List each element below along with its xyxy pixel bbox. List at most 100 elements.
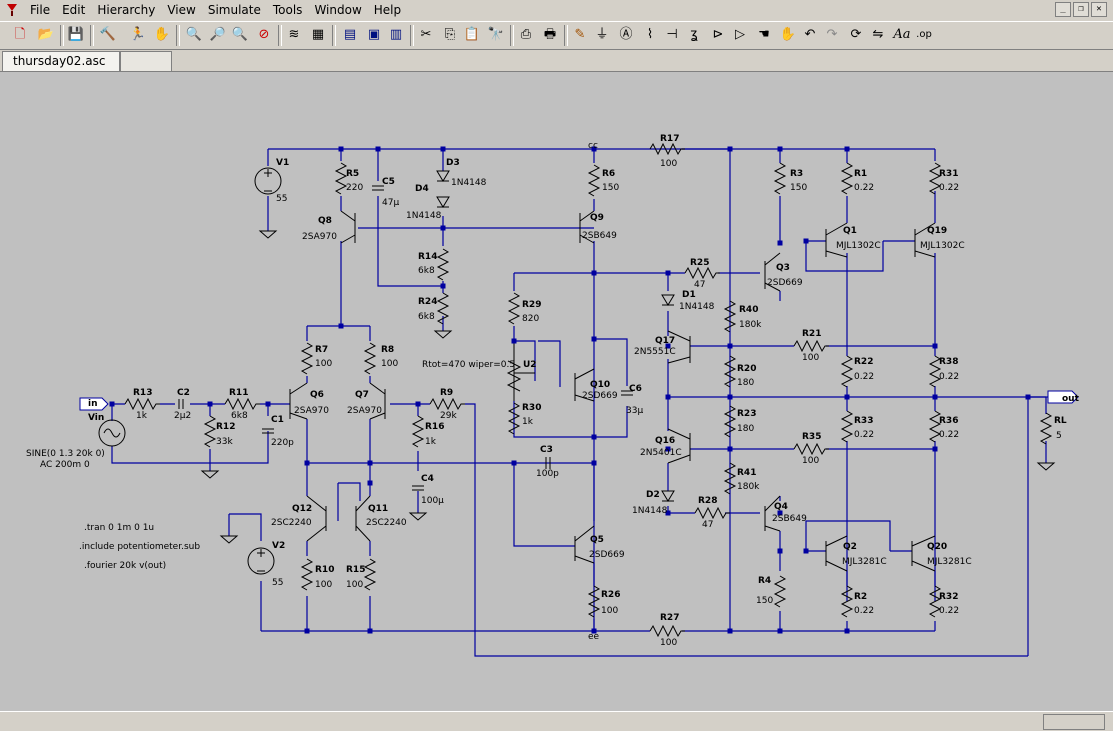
menu-hierarchy[interactable]: Hierarchy bbox=[97, 3, 156, 17]
new-schematic-icon[interactable]: 🗋 bbox=[14, 27, 26, 42]
zoom-in-icon[interactable]: 🔍 bbox=[185, 27, 203, 42]
schematic-label: 2SA970 bbox=[347, 406, 382, 416]
diode-icon[interactable]: ⊳ bbox=[712, 27, 724, 42]
tab-schematic[interactable]: thursday02.asc bbox=[2, 51, 120, 71]
move-hand-icon[interactable]: ☚ bbox=[758, 27, 770, 42]
schematic-label: 1k bbox=[522, 417, 534, 427]
schematic-label: 100 bbox=[802, 353, 819, 363]
schematic-label: R2 bbox=[854, 592, 867, 602]
schematic-label: 0.22 bbox=[939, 183, 959, 193]
junction-dot bbox=[591, 434, 597, 440]
redo-icon[interactable]: ↷ bbox=[826, 27, 838, 42]
schematic-label: Q11 bbox=[368, 504, 388, 514]
mirror-icon[interactable]: ⇋ bbox=[872, 27, 884, 42]
junction-dot bbox=[777, 628, 783, 634]
junction-dot bbox=[844, 394, 850, 400]
cut-icon[interactable]: ✂ bbox=[420, 27, 432, 42]
schematic-label: 100 bbox=[660, 638, 677, 648]
undo-icon[interactable]: ↶ bbox=[804, 27, 816, 42]
schematic-label: cc bbox=[588, 141, 598, 151]
schematic-label: 0.22 bbox=[939, 606, 959, 616]
junction-dot bbox=[591, 336, 597, 342]
zoom-out-icon[interactable]: 🔍 bbox=[231, 27, 249, 42]
status-box bbox=[1043, 714, 1105, 730]
schematic-label: 47 bbox=[694, 280, 705, 290]
menu-file[interactable]: File bbox=[30, 3, 51, 17]
junction-dot bbox=[665, 510, 671, 516]
schematic-label: C1 bbox=[271, 415, 284, 425]
schematic-label: Q5 bbox=[590, 535, 604, 545]
print-icon[interactable]: 🖶 bbox=[543, 27, 557, 42]
schematic-diagram[interactable]: V155R5220C547μD3D41N41481N4148Q82SA970cc… bbox=[0, 72, 1113, 712]
schematic-label: R16 bbox=[425, 422, 444, 432]
schematic-label: R28 bbox=[698, 496, 717, 506]
schematic-label: Q4 bbox=[774, 502, 788, 512]
tab-empty[interactable] bbox=[120, 51, 172, 71]
run-icon[interactable]: 🏃 bbox=[129, 27, 147, 42]
menu-simulate[interactable]: Simulate bbox=[207, 3, 261, 17]
schematic-label: R25 bbox=[690, 258, 709, 268]
zoom-cancel-icon[interactable]: ⊘ bbox=[258, 27, 270, 42]
menu-help[interactable]: Help bbox=[373, 3, 402, 17]
schematic-label: Q20 bbox=[927, 542, 947, 552]
label-net-icon[interactable]: Ⓐ bbox=[619, 27, 633, 42]
drag-hand-icon[interactable]: ✋ bbox=[779, 27, 797, 42]
schematic-label: Q17 bbox=[655, 336, 675, 346]
rotate-icon[interactable]: ⟳ bbox=[850, 27, 862, 42]
schematic-label: in bbox=[88, 399, 98, 409]
open-folder-icon[interactable]: 📂 bbox=[37, 27, 55, 42]
grid-icon[interactable]: ▦ bbox=[311, 27, 325, 42]
save-icon[interactable]: 💾 bbox=[67, 27, 85, 42]
find-icon[interactable]: 🔭 bbox=[487, 27, 505, 42]
resistor-icon[interactable]: ⌇ bbox=[646, 27, 654, 42]
menu-window[interactable]: Window bbox=[314, 3, 362, 17]
junction-dot bbox=[727, 394, 733, 400]
text-icon[interactable]: Aa bbox=[893, 27, 911, 42]
close-icon[interactable]: ✕ bbox=[1091, 2, 1107, 17]
junction-dot bbox=[338, 146, 344, 152]
ground-icon[interactable]: ⏚ bbox=[595, 27, 609, 42]
schematic-label: MJL1302C bbox=[920, 241, 965, 251]
minimize-icon[interactable]: _ bbox=[1055, 2, 1071, 17]
schematic-label: 150 bbox=[602, 183, 619, 193]
menu-edit[interactable]: Edit bbox=[62, 3, 86, 17]
control-panel-icon[interactable]: 🔨 bbox=[99, 27, 117, 42]
schematic-label: 47 bbox=[702, 520, 713, 530]
schematic-label: 180 bbox=[737, 424, 754, 434]
copy-icon[interactable]: ⎘ bbox=[444, 27, 456, 42]
tile-horizontal-icon[interactable]: ▤ bbox=[343, 27, 357, 42]
schematic-label: 0.22 bbox=[939, 372, 959, 382]
junction-dot bbox=[844, 628, 850, 634]
draw-wire-icon[interactable]: ✎ bbox=[574, 27, 586, 42]
cascade-icon[interactable]: ▣ bbox=[367, 27, 381, 42]
junction-dot bbox=[932, 394, 938, 400]
print-setup-icon[interactable]: ⎙ bbox=[520, 27, 532, 42]
schematic-label: V1 bbox=[276, 158, 289, 168]
component-icon[interactable]: ▷ bbox=[735, 27, 745, 42]
restore-icon[interactable]: ❐ bbox=[1073, 2, 1089, 17]
schematic-label: 2SB649 bbox=[772, 514, 807, 524]
schematic-label: R20 bbox=[737, 364, 756, 374]
paste-icon[interactable]: 📋 bbox=[463, 27, 481, 42]
schematic-label: R6 bbox=[602, 169, 615, 179]
schematic-label: 2SA970 bbox=[302, 232, 337, 242]
schematic-label: R32 bbox=[939, 592, 958, 602]
spice-directive-icon[interactable]: .op bbox=[916, 29, 932, 40]
autorange-icon[interactable]: ≋ bbox=[288, 27, 300, 42]
menu-view[interactable]: View bbox=[167, 3, 196, 17]
schematic-label: R12 bbox=[216, 422, 235, 432]
junction-dot bbox=[440, 283, 446, 289]
pan-icon[interactable]: 🔎 bbox=[209, 27, 227, 42]
schematic-label: 55 bbox=[276, 194, 287, 204]
junction-dot bbox=[727, 146, 733, 152]
inductor-icon[interactable]: ʓ bbox=[690, 27, 698, 42]
junction-dot bbox=[338, 323, 344, 329]
tile-vertical-icon[interactable]: ▥ bbox=[389, 27, 403, 42]
menu-tools[interactable]: Tools bbox=[272, 3, 303, 17]
schematic-label: 0.22 bbox=[854, 430, 874, 440]
junction-dot bbox=[591, 628, 597, 634]
halt-icon[interactable]: ✋ bbox=[153, 27, 171, 42]
schematic-label: 1N4148 bbox=[632, 506, 668, 516]
capacitor-icon[interactable]: ⊣ bbox=[666, 27, 678, 42]
